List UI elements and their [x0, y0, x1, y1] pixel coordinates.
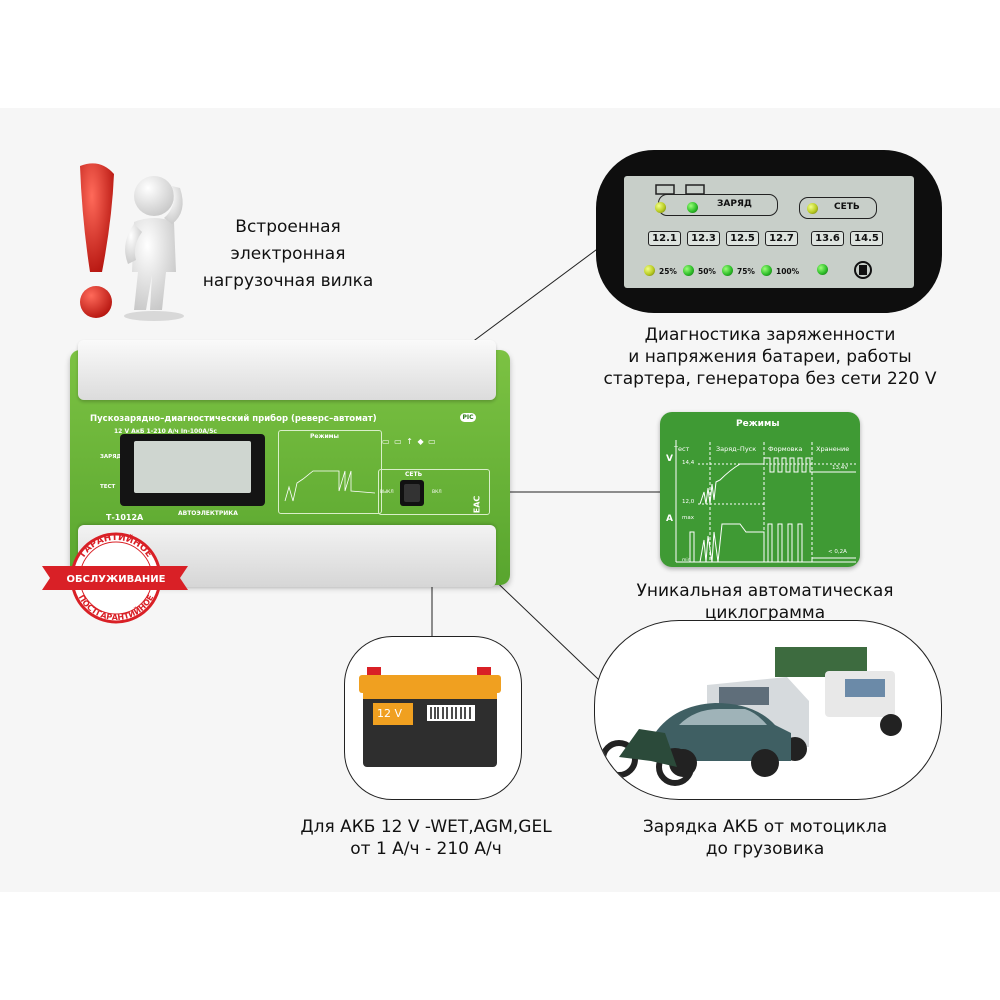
axis-v: V: [666, 454, 673, 464]
led-3: [722, 265, 733, 276]
device-off-label: ВЫКЛ: [380, 490, 394, 495]
battery-icon: [359, 667, 501, 767]
device-mini-curves: [284, 470, 376, 502]
mode-charge-start: Заряд–Пуск: [716, 445, 757, 453]
led-charge-1: [655, 202, 666, 213]
display-face: ЗАРЯД СЕТЬ 12.1 12.3 12.5 12.7 13.6 14.5…: [624, 176, 914, 288]
voltage-12-7: 12.7: [765, 231, 798, 246]
percent-25: 25%: [659, 267, 677, 276]
warranty-badge-icon: ГАРАНТИЙНОЕ ПОСТГАРАНТИЙНОЕ ОБСЛУЖИВАНИЕ: [42, 532, 188, 624]
device-network-box: [378, 469, 490, 515]
vehicles-caption: Зарядка АКБ от мотоцикла до грузовика: [642, 817, 888, 859]
device-top-cover: [78, 340, 496, 400]
cyclogram-panel: Режимы Тест Заряд–Пуск Формовка Хранение…: [660, 412, 860, 567]
display-closeup: ЗАРЯД СЕТЬ 12.1 12.3 12.5 12.7 13.6 14.5…: [596, 150, 942, 313]
percent-100: 100%: [776, 267, 800, 276]
led-charge-2: [687, 202, 698, 213]
exclamation-figure-icon: [80, 163, 184, 321]
led-2: [683, 265, 694, 276]
network-label: СЕТЬ: [834, 202, 860, 212]
device-pic-badge: PIC: [460, 413, 476, 422]
cyclogram-curves: [675, 440, 856, 563]
battery-oval: 12 V: [344, 636, 522, 800]
device-icons: ▭ ▭ ↑ ◆ ▭: [382, 437, 437, 446]
percent-50: 50%: [698, 267, 716, 276]
network-box: СЕТЬ: [799, 197, 877, 219]
vehicles-oval: [594, 620, 942, 800]
mode-storage: Хранение: [816, 445, 850, 453]
cyclogram-title: Режимы: [736, 419, 780, 429]
led-5: [817, 264, 828, 275]
led-1: [644, 265, 655, 276]
voltage-12-1: 12.1: [648, 231, 681, 246]
diagnostics-caption: Диагностика заряженности и напряжения ба…: [603, 325, 937, 389]
led-network: [807, 203, 818, 214]
device-test-label: ТЕСТ: [100, 484, 116, 490]
tick-0-2a: < 0,2A: [828, 549, 847, 555]
device-model: Т-1012А: [106, 513, 144, 522]
device-mode-chart: [278, 430, 382, 514]
tick-13-4: 13,4V: [832, 465, 849, 471]
device-screen-face: [134, 441, 251, 493]
load-fork-caption: Встроенная электронная нагрузочная вилка: [202, 217, 374, 291]
device-screen: [120, 434, 265, 506]
battery-types-caption: Для АКБ 12 V -WET,AGM,GEL от 1 А/ч - 210…: [300, 817, 552, 859]
vehicles-icon: [600, 647, 902, 786]
charge-box: ЗАРЯД: [658, 194, 778, 216]
device-network-label: СЕТЬ: [405, 471, 423, 478]
cyclogram-caption: Уникальная автоматическая циклограмма: [636, 581, 894, 623]
percent-75: 75%: [737, 267, 755, 276]
voltage-12-3: 12.3: [687, 231, 720, 246]
device-on-label: ВКЛ: [432, 490, 442, 495]
device-title: Пускозарядно–диагностический прибор (рев…: [90, 414, 377, 424]
device-charge-label: ЗАРЯД: [100, 454, 122, 460]
voltage-14-5: 14.5: [850, 231, 883, 246]
led-4: [761, 265, 772, 276]
tick-12-0: 12,0: [682, 499, 695, 505]
mode-forming: Формовка: [768, 445, 803, 453]
tick-min: min: [682, 558, 691, 563]
generator-icon: [854, 261, 872, 279]
warranty-stamp: ГАРАНТИЙНОЕ ПОСТГАРАНТИЙНОЕ ОБСЛУЖИВАНИЕ: [38, 530, 188, 630]
mode-test: Тест: [674, 445, 690, 453]
voltage-13-6: 13.6: [811, 231, 844, 246]
tick-14-4: 14,4: [682, 460, 695, 466]
axis-a: A: [666, 514, 673, 524]
device-brand: АВТОЭЛЕКТРИКА: [178, 510, 238, 517]
tick-max: max: [682, 515, 694, 521]
voltage-12-5: 12.5: [726, 231, 759, 246]
charge-label: ЗАРЯД: [717, 199, 752, 209]
device-modes-label: Режимы: [310, 433, 339, 440]
device-specs: 12 V АкБ 1-210 А/ч In-100A/5c: [114, 428, 217, 435]
stamp-middle-text: ОБСЛУЖИВАНИЕ: [66, 574, 165, 585]
power-switch[interactable]: [400, 480, 424, 506]
power-switch-rocker[interactable]: [404, 484, 420, 502]
eac-mark: EAC: [472, 495, 482, 514]
battery-label: 12 V: [377, 707, 403, 720]
